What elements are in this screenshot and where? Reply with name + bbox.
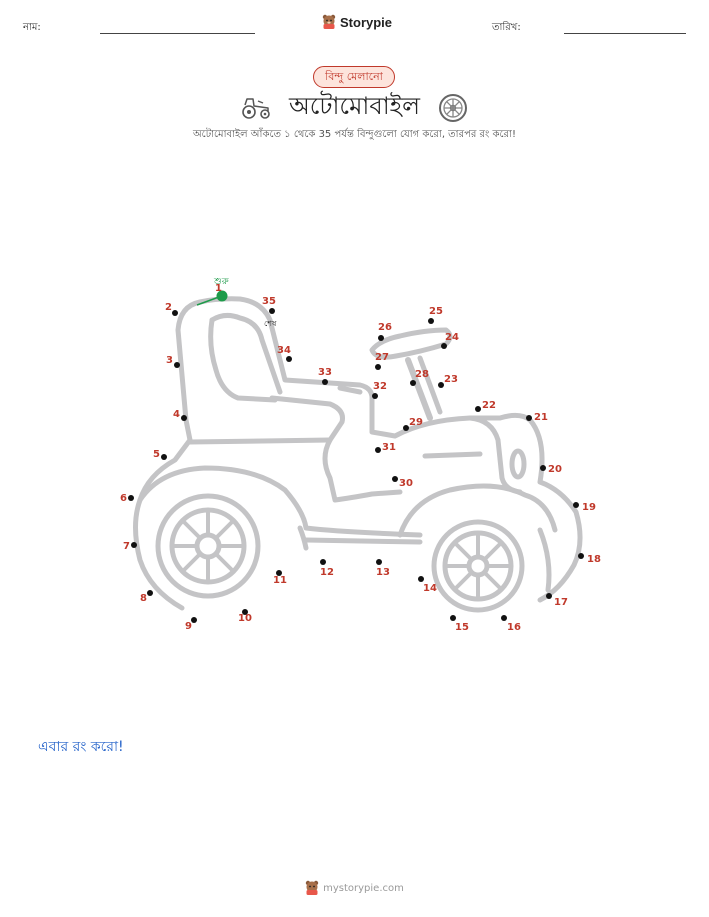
dot-number-22: 22 xyxy=(482,400,496,411)
dot-25[interactable] xyxy=(428,318,434,324)
storypie-logo: Storypie xyxy=(322,14,392,30)
dot-number-18: 18 xyxy=(587,554,601,565)
dot-number-26: 26 xyxy=(378,322,392,333)
dot-28[interactable] xyxy=(410,380,416,386)
tractor-icon xyxy=(242,98,270,119)
dot-number-23: 23 xyxy=(444,374,458,385)
dot-number-29: 29 xyxy=(409,417,423,428)
dot-18[interactable] xyxy=(578,553,584,559)
dot-12[interactable] xyxy=(320,559,326,565)
dot-29[interactable] xyxy=(403,425,409,431)
dot-15[interactable] xyxy=(450,615,456,621)
dot-22[interactable] xyxy=(475,406,481,412)
dot-number-27: 27 xyxy=(375,352,389,363)
dot-number-10: 10 xyxy=(238,613,252,624)
dot-1[interactable] xyxy=(216,290,228,302)
name-input-line[interactable] xyxy=(100,33,255,34)
dot-31[interactable] xyxy=(375,447,381,453)
dot-27[interactable] xyxy=(375,364,381,370)
dot-number-5: 5 xyxy=(153,449,160,460)
dot-number-17: 17 xyxy=(554,597,568,608)
wheel-icon xyxy=(439,94,468,122)
dot-7[interactable] xyxy=(131,542,137,548)
name-label: নাম: xyxy=(23,22,41,33)
dot-8[interactable] xyxy=(147,590,153,596)
dot-16[interactable] xyxy=(501,615,507,621)
title-row: অটোমোবাইল xyxy=(0,88,709,128)
dot-20[interactable] xyxy=(540,465,546,471)
dot-number-14: 14 xyxy=(423,583,437,594)
dot-number-19: 19 xyxy=(582,502,596,513)
footer-url[interactable]: mystorypie.com xyxy=(323,882,404,894)
dot-10[interactable] xyxy=(242,609,248,615)
dot-21[interactable] xyxy=(526,415,532,421)
start-label: শুরু xyxy=(213,277,230,287)
instruction-text: অটোমোবাইল আঁকতে ১ থেকে 35 পর্যন্ত বিন্দু… xyxy=(193,129,516,140)
dot-11[interactable] xyxy=(276,570,282,576)
dot-14[interactable] xyxy=(418,576,424,582)
dot-number-25: 25 xyxy=(429,306,443,317)
footer-bear-icon xyxy=(305,880,319,895)
dot-number-7: 7 xyxy=(123,541,130,552)
dot-34[interactable] xyxy=(286,356,292,362)
dot-33[interactable] xyxy=(322,379,328,385)
dot-number-32: 32 xyxy=(373,381,387,392)
dot-number-30: 30 xyxy=(399,478,413,489)
dot-number-31: 31 xyxy=(382,442,396,453)
activity-badge: বিন্দু মেলানো xyxy=(313,66,395,88)
dot-5[interactable] xyxy=(161,454,167,460)
dot-35[interactable] xyxy=(269,308,275,314)
dot-number-6: 6 xyxy=(120,493,127,504)
dot-6[interactable] xyxy=(128,495,134,501)
coloring-prompt: এবার রং করো! xyxy=(38,739,124,755)
dot-30[interactable] xyxy=(392,476,398,482)
dot-number-11: 11 xyxy=(273,575,287,586)
start-marker-line xyxy=(196,296,220,306)
dot-number-12: 12 xyxy=(320,567,334,578)
dot-number-9: 9 xyxy=(185,621,192,632)
date-label: তারিখ: xyxy=(492,22,521,33)
end-label: শেষ xyxy=(264,319,277,328)
dot-4[interactable] xyxy=(181,415,187,421)
dot-26[interactable] xyxy=(378,335,384,341)
dot-number-35: 35 xyxy=(262,296,276,307)
dot-number-8: 8 xyxy=(140,593,147,604)
dot-number-33: 33 xyxy=(318,367,332,378)
dot-32[interactable] xyxy=(372,393,378,399)
dot-number-28: 28 xyxy=(415,369,429,380)
footer: mystorypie.com xyxy=(0,880,709,896)
dot-number-4: 4 xyxy=(173,409,180,420)
dot-number-20: 20 xyxy=(548,464,562,475)
dot-2[interactable] xyxy=(172,310,178,316)
dot-3[interactable] xyxy=(174,362,180,368)
dot-number-34: 34 xyxy=(277,345,291,356)
dot-number-3: 3 xyxy=(166,355,173,366)
dot-number-21: 21 xyxy=(534,412,548,423)
dot-number-15: 15 xyxy=(455,622,469,633)
dot-9[interactable] xyxy=(191,617,197,623)
dot-19[interactable] xyxy=(573,502,579,508)
dot-13[interactable] xyxy=(376,559,382,565)
dot-number-13: 13 xyxy=(376,567,390,578)
page-title: অটোমোবাইল xyxy=(288,92,421,120)
dot-17[interactable] xyxy=(546,593,552,599)
dot-23[interactable] xyxy=(438,382,444,388)
dot-24[interactable] xyxy=(441,343,447,349)
storypie-bear-icon xyxy=(322,14,336,29)
dot-number-1: 1 xyxy=(215,283,222,294)
date-input-line[interactable] xyxy=(564,33,686,34)
vehicle-outline xyxy=(133,296,583,613)
storypie-logo-text: Storypie xyxy=(340,14,393,30)
dot-number-2: 2 xyxy=(165,302,172,313)
dot-number-24: 24 xyxy=(445,332,459,343)
dot-number-16: 16 xyxy=(507,622,521,633)
